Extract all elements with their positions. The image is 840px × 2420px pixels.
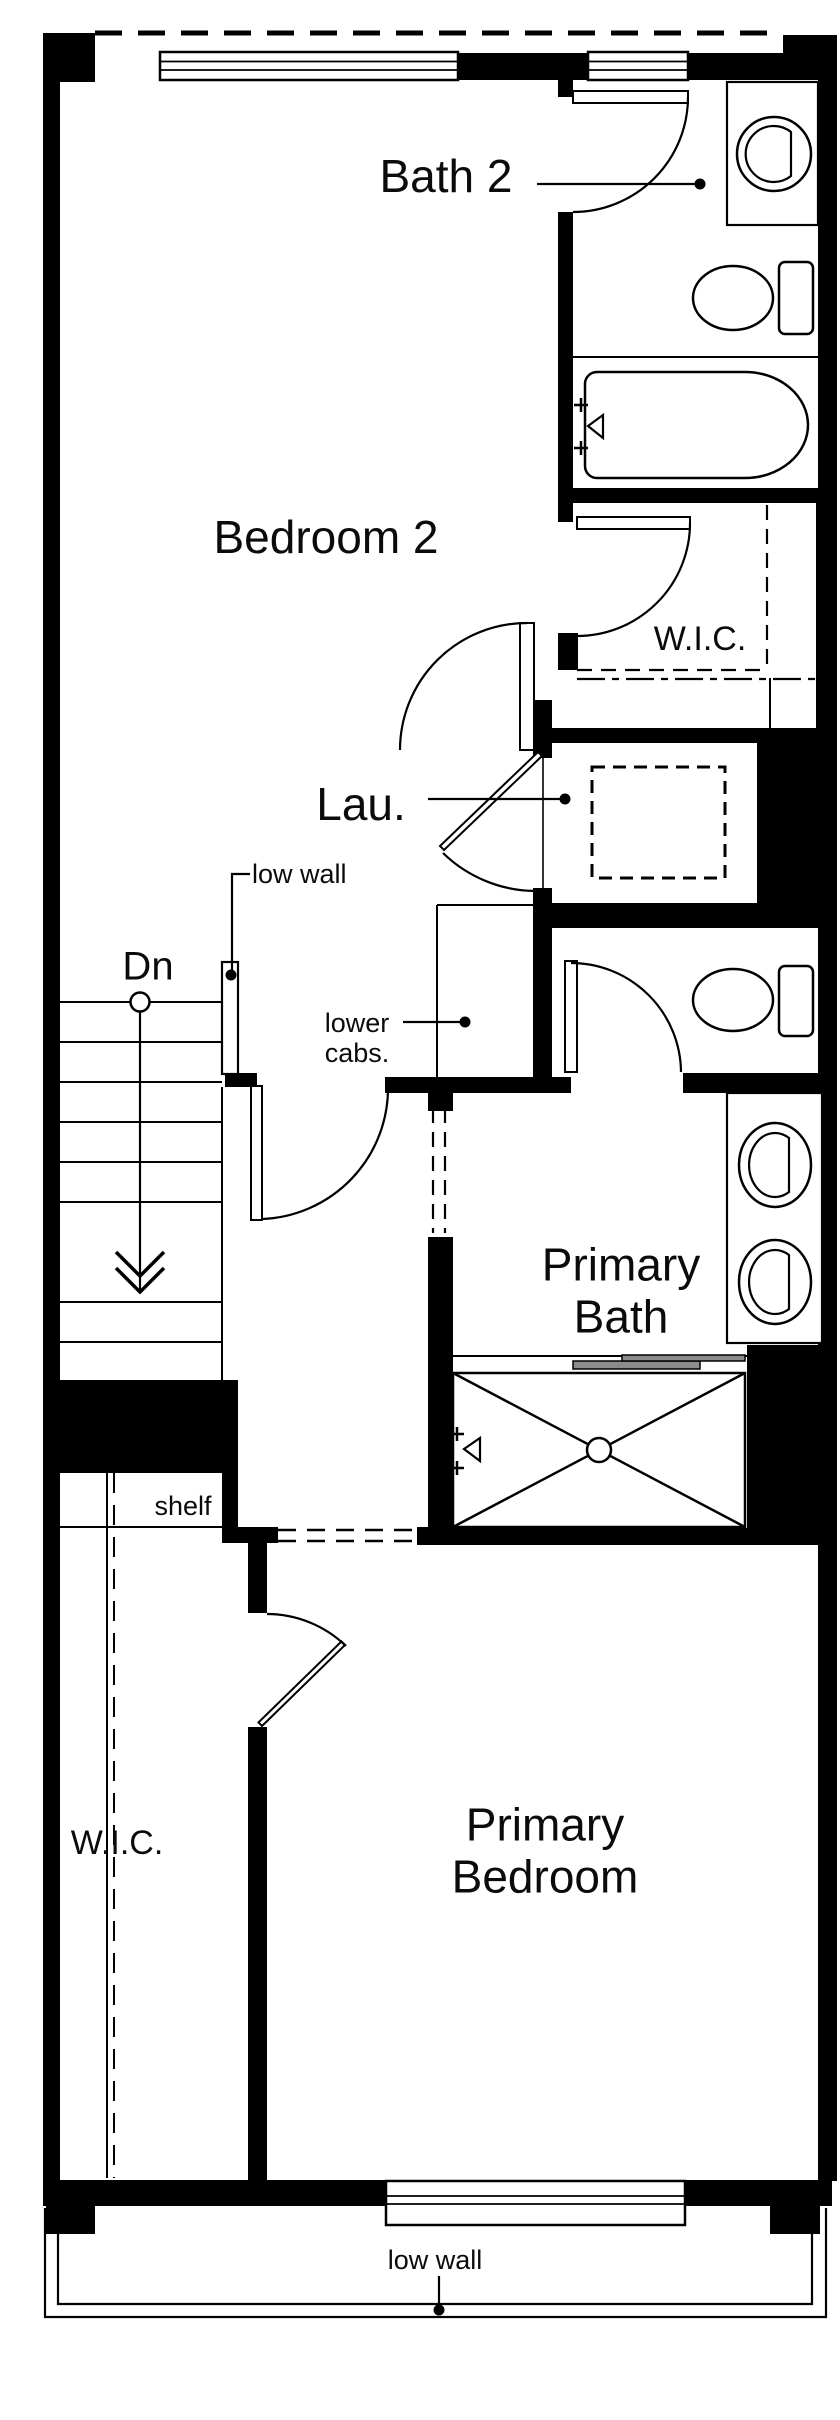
label-lower-cabs: lower cabs. <box>325 1008 390 1068</box>
window-bath2 <box>586 50 690 82</box>
label-laundry: Lau. <box>316 778 406 831</box>
leader-lines <box>225 178 706 2316</box>
label-low-wall-upper: low wall <box>252 858 347 889</box>
label-primary-bedroom: Primary Bedroom <box>452 1799 639 1902</box>
walls <box>43 33 837 2234</box>
door-bedroom2 <box>398 621 535 751</box>
primary-toilet-icon <box>691 964 815 1038</box>
label-bedroom2: Bedroom 2 <box>213 511 439 564</box>
bath2-toilet-icon <box>691 260 815 336</box>
label-wic-lower: W.I.C. <box>70 1823 164 1862</box>
stair-direction-origin <box>129 991 151 1013</box>
doors <box>250 90 692 1728</box>
bath2-leader <box>537 178 706 190</box>
door-laundry <box>438 750 544 893</box>
window-primary-bedroom <box>384 2179 687 2227</box>
label-lower-cabs-line1: lower <box>324 1007 390 1038</box>
pocket-opening-dashed <box>431 1108 447 1233</box>
label-stairs-dn: Dn <box>122 944 174 989</box>
door-primary-bedroom <box>257 1612 347 1728</box>
label-low-wall-lower: low wall <box>387 2244 483 2275</box>
label-bath2: Bath 2 <box>379 150 513 203</box>
low-wall-upper-leader <box>225 872 250 981</box>
closet-lines <box>106 505 816 2178</box>
low-wall-deck <box>43 2208 828 2319</box>
low-wall-lower-leader <box>433 2276 445 2316</box>
label-primary-bedroom-line2: Bedroom <box>451 1850 639 1902</box>
label-lower-cabs-line2: cabs. <box>324 1038 390 1068</box>
shower-icon <box>450 1354 747 1529</box>
interior-lines <box>60 356 818 1528</box>
bath2-vanity-sink-icon <box>725 80 820 227</box>
stairs-down <box>60 960 240 1343</box>
stair-down-arrow <box>114 1250 166 1295</box>
label-wic-upper: W.I.C. <box>653 619 747 658</box>
door-primary-toilet <box>564 960 683 1073</box>
door-hall <box>250 1085 390 1221</box>
label-primary-bath-line1: Primary <box>541 1238 701 1291</box>
label-primary-bath: Primary Bath <box>542 1239 700 1342</box>
window-bedroom2 <box>158 50 460 82</box>
primary-double-sink-icon <box>725 1091 824 1345</box>
door-bath2 <box>572 90 690 214</box>
door-wic-upper <box>576 516 692 638</box>
label-primary-bedroom-line1: Primary <box>465 1798 625 1851</box>
washer-dryer-icon <box>590 765 727 880</box>
label-primary-bath-line2: Bath <box>573 1290 669 1342</box>
bathtub-icon <box>574 370 810 480</box>
fixtures <box>450 80 824 1529</box>
windows <box>158 50 690 82</box>
lau-leader <box>428 793 571 805</box>
label-shelf: shelf <box>154 1490 212 1521</box>
stair-low-wall <box>220 960 240 1076</box>
lower-cabs-leader <box>403 1016 471 1028</box>
cased-opening-dashed <box>278 1528 417 1543</box>
